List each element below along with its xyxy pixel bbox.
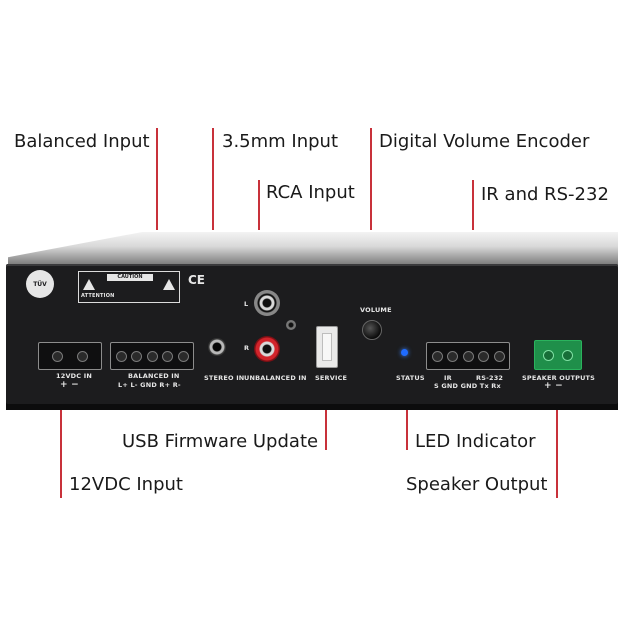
terminal-pin — [76, 350, 88, 362]
status-label: STATUS — [396, 374, 425, 382]
caution-heading: CAUTION — [107, 274, 153, 281]
ir-rs232-terminal[interactable] — [426, 342, 510, 370]
callout-speaker-output: Speaker Output — [406, 474, 548, 495]
terminal-pin — [462, 350, 474, 362]
callout-ir-rs232: IR and RS-232 — [481, 184, 609, 205]
rs232-label: RS-232 — [476, 374, 504, 382]
caution-label: CAUTION ATTENTION — [78, 271, 180, 303]
speaker-polarity-label: + − — [544, 381, 563, 391]
leader-ir-rs232 — [472, 180, 474, 230]
attention-text: ATTENTION — [81, 293, 115, 299]
12vdc-terminal[interactable] — [38, 342, 102, 370]
terminal-pin — [543, 349, 554, 361]
leader-speaker-output — [556, 410, 558, 498]
terminal-pin — [146, 350, 158, 362]
callout-usb-firmware-update: USB Firmware Update — [122, 431, 319, 452]
device-base — [6, 404, 618, 410]
callout-digital-volume-encoder: Digital Volume Encoder — [379, 131, 590, 152]
leader-rca-input — [258, 180, 260, 230]
terminal-pin — [562, 349, 573, 361]
leader-usb-firmware-update — [325, 410, 327, 450]
terminal-pin — [115, 350, 127, 362]
12vdc-polarity-label: + − — [60, 380, 79, 390]
warning-triangle-icon — [163, 279, 175, 290]
stereo-in-label: STEREO IN — [204, 374, 245, 382]
12vdc-in-label: 12VDC IN — [56, 372, 92, 380]
balanced-in-label: BALANCED IN — [128, 372, 180, 380]
stereo-in-jack[interactable] — [208, 338, 226, 356]
leader-12vdc-input — [60, 410, 62, 498]
terminal-pin — [52, 350, 64, 362]
balanced-in-pins-label: L+ L- GND R+ R- — [118, 381, 181, 389]
terminal-pin — [431, 350, 443, 362]
volume-label: VOLUME — [360, 306, 392, 314]
terminal-pin — [131, 350, 142, 362]
rca-left-jack[interactable] — [254, 290, 280, 316]
usb-service-port[interactable] — [316, 326, 338, 368]
tuv-mark: TÜV — [26, 270, 54, 298]
terminal-pin — [447, 350, 458, 362]
service-label: SERVICE — [315, 374, 348, 382]
ir-rs232-pins-label: S GND GND Tx Rx — [434, 382, 501, 390]
callout-balanced-input: Balanced Input — [14, 131, 150, 152]
unbalanced-in-label: UNBALANCED IN — [244, 374, 307, 382]
ir-label: IR — [444, 374, 452, 382]
speaker-output-terminal[interactable] — [534, 340, 582, 370]
leader-balanced-input — [156, 128, 158, 230]
rca-left-label: L — [244, 300, 249, 308]
volume-encoder-knob[interactable] — [362, 320, 382, 340]
leader-digital-volume-encoder — [370, 128, 372, 230]
terminal-pin — [162, 350, 173, 362]
speaker-outputs-label: SPEAKER OUTPUTS — [522, 374, 596, 382]
terminal-pin — [177, 350, 189, 362]
callout-rca-input: RCA Input — [266, 182, 355, 203]
terminal-pin — [493, 350, 505, 362]
rca-right-label: R — [244, 344, 250, 352]
rca-right-jack[interactable] — [254, 336, 280, 362]
callout-led-indicator: LED Indicator — [415, 431, 536, 452]
leader-35mm-input — [212, 128, 214, 230]
warning-triangle-icon — [83, 279, 95, 290]
terminal-pin — [478, 350, 489, 362]
callout-12vdc-input: 12VDC Input — [69, 474, 183, 495]
balanced-in-terminal[interactable] — [110, 342, 194, 370]
callout-35mm-input: 3.5mm Input — [222, 131, 339, 152]
status-led-icon — [401, 349, 408, 356]
ground-screw — [286, 320, 296, 330]
device-top-cover — [8, 232, 618, 268]
ce-mark: CE — [188, 273, 206, 287]
leader-led-indicator — [406, 410, 408, 450]
